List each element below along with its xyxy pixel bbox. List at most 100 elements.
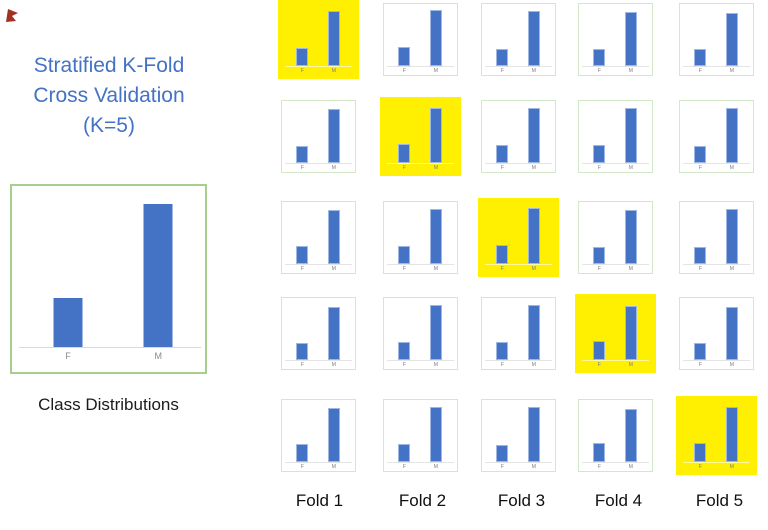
bar-m [624, 409, 637, 462]
category-label-m: M [331, 464, 336, 470]
category-label-m: M [531, 266, 536, 272]
bar-f [398, 444, 411, 462]
bar-f [398, 47, 411, 66]
bar-f [398, 246, 411, 264]
x-axis-line [19, 347, 201, 348]
class-distribution-caption: Class Distributions [38, 395, 179, 414]
bar-m [725, 13, 738, 66]
x-axis-line [683, 462, 750, 463]
bar-f [296, 146, 309, 163]
bar-f [496, 245, 509, 264]
x-axis-line [485, 163, 552, 164]
category-label-f: F [597, 165, 601, 171]
x-axis-line [683, 264, 750, 265]
category-label-f: F [500, 68, 504, 74]
bar-f [694, 247, 707, 264]
fold-label-4: Fold 4 [594, 491, 643, 510]
title-line-1: Stratified K-Fold [33, 54, 185, 77]
title-line-3: (K=5) [83, 114, 135, 137]
category-label-f: F [698, 266, 702, 272]
bar-f [296, 48, 309, 66]
category-label-m: M [433, 266, 438, 272]
bar-m [624, 12, 637, 66]
category-label-m: M [154, 351, 163, 361]
x-axis-line [485, 360, 552, 361]
bar-m [429, 305, 442, 360]
category-label-m: M [433, 165, 438, 171]
bar-f [496, 145, 509, 163]
bar-m [429, 209, 442, 264]
category-label-m: M [433, 362, 438, 368]
x-axis-line [683, 360, 750, 361]
fold-label-3: Fold 3 [497, 491, 546, 510]
bar-m [327, 307, 340, 360]
title-line-2: Cross Validation [33, 84, 185, 107]
category-label-f: F [500, 362, 504, 368]
bar-m [527, 407, 540, 462]
category-label-m: M [531, 464, 536, 470]
category-label-m: M [628, 464, 633, 470]
category-label-m: M [433, 464, 438, 470]
bar-m [725, 209, 738, 264]
bar-f [398, 144, 411, 163]
category-label-m: M [628, 362, 633, 368]
bar-f [296, 343, 309, 360]
fold-label-1: Fold 1 [295, 491, 344, 510]
bar-f [496, 342, 509, 360]
bar-m [143, 204, 173, 347]
category-label-f: F [300, 266, 304, 272]
category-label-f: F [597, 464, 601, 470]
x-axis-line [387, 163, 454, 164]
category-label-m: M [433, 68, 438, 74]
bar-f [496, 49, 509, 66]
category-label-f: F [300, 165, 304, 171]
bar-m [429, 10, 442, 66]
category-label-m: M [331, 68, 336, 74]
bar-m [327, 11, 340, 66]
category-label-m: M [531, 68, 536, 74]
bar-f [694, 146, 707, 163]
bar-m [327, 109, 340, 163]
page-title: Stratified K-Fold Cross Validation (K=5) [10, 51, 208, 141]
bar-m [527, 108, 540, 163]
category-label-f: F [698, 165, 702, 171]
category-label-m: M [729, 68, 734, 74]
category-label-m: M [331, 362, 336, 368]
bar-f [694, 343, 707, 360]
category-label-m: M [729, 266, 734, 272]
x-axis-line [485, 264, 552, 265]
category-label-f: F [597, 362, 601, 368]
x-axis-line [285, 163, 352, 164]
category-label-f: F [65, 351, 71, 361]
bar-f [593, 49, 606, 66]
x-axis-line [485, 66, 552, 67]
category-label-f: F [500, 464, 504, 470]
x-axis-line [582, 360, 649, 361]
category-label-m: M [628, 266, 633, 272]
x-axis-line [285, 66, 352, 67]
bar-f [694, 49, 707, 66]
bar-f [53, 298, 83, 347]
bar-f [593, 443, 606, 462]
bar-f [296, 444, 309, 462]
category-label-f: F [597, 266, 601, 272]
bar-f [296, 246, 309, 264]
x-axis-line [285, 360, 352, 361]
category-label-f: F [300, 68, 304, 74]
x-axis-line [582, 163, 649, 164]
